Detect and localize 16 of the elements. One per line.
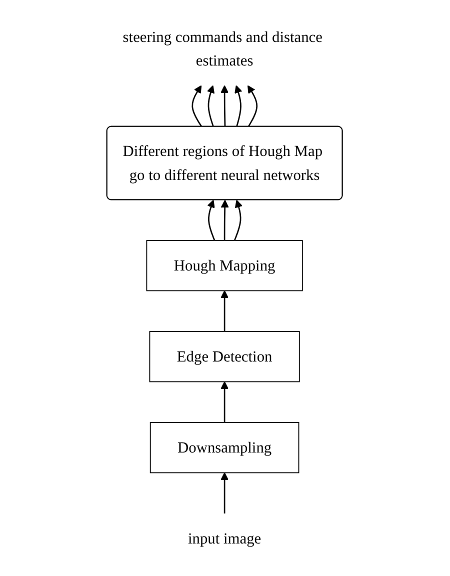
arrow: [221, 85, 229, 127]
node-box: Edge Detection: [150, 331, 300, 382]
node-box: Downsampling: [150, 422, 300, 474]
node-box: Hough Mapping: [146, 240, 304, 292]
arrow: [234, 200, 243, 241]
node-text: input image: [188, 530, 262, 547]
arrow: [208, 200, 216, 241]
arrow: [248, 85, 258, 128]
arrow: [221, 381, 229, 422]
node-text: steering commands and distance estimates: [123, 28, 323, 69]
arrow: [221, 472, 229, 514]
arrow: [235, 85, 243, 127]
arrow: [221, 200, 230, 240]
arrow: [207, 85, 215, 128]
arrow: [192, 85, 203, 128]
arrow: [221, 290, 229, 332]
